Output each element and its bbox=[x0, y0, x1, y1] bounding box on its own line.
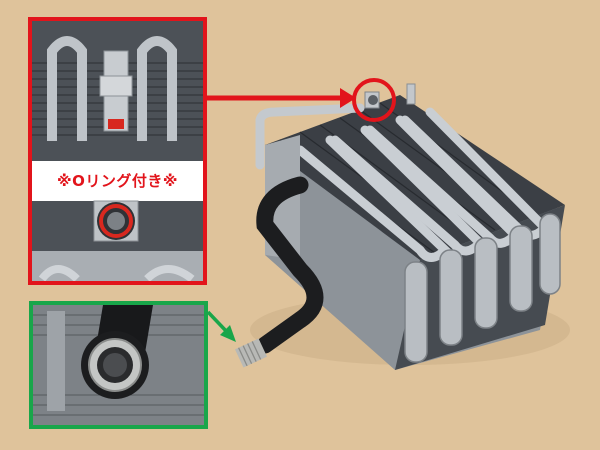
red-inset-frame: ※Oリング付き※ bbox=[28, 17, 207, 285]
arrow-icon bbox=[207, 88, 356, 108]
threaded-fitting bbox=[234, 338, 268, 368]
circle-highlight bbox=[352, 78, 396, 122]
green-inset-frame bbox=[29, 301, 208, 429]
arrow-icon bbox=[206, 310, 236, 342]
oring-caption: ※Oリング付き※ bbox=[57, 172, 178, 190]
oring-closeup bbox=[32, 21, 203, 281]
hose-closeup bbox=[33, 305, 204, 425]
